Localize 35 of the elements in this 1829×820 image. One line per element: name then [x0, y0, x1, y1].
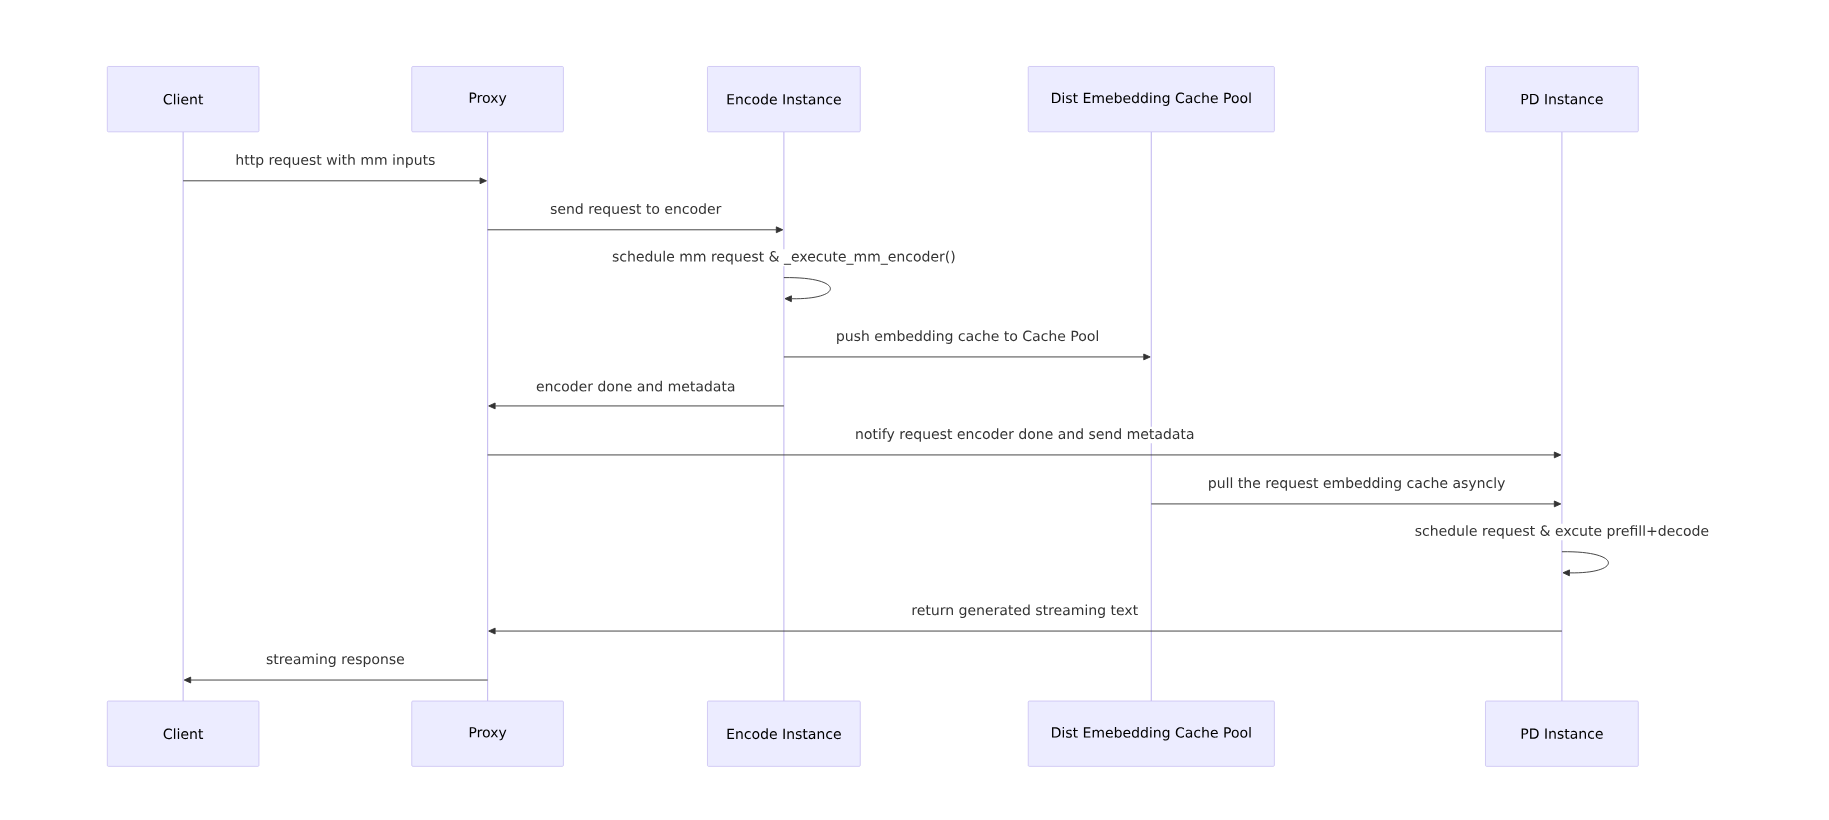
message-label: notify request encoder done and send metadata	[853, 426, 1196, 444]
message-arrow	[488, 402, 785, 410]
participant-box: PD Instance	[1485, 700, 1639, 767]
message-label: pull the request embedding cache asyncly	[1206, 475, 1507, 493]
participant-box: Encode Instance	[707, 66, 861, 133]
message-label: encoder done and metadata	[534, 379, 737, 393]
participant-box: Dist Emebedding Cache Pool	[1027, 66, 1275, 133]
message-label: push embedding cache to Cache Pool	[834, 328, 1101, 346]
message-label: schedule mm request & _execute_mm_encoder()	[610, 249, 958, 267]
message-arrow	[182, 177, 487, 185]
participant-box: Proxy	[411, 700, 564, 767]
participant-box: Encode Instance	[707, 700, 861, 767]
message-arrow	[487, 226, 784, 234]
message-arrow	[783, 353, 1151, 361]
participant-box: Client	[106, 66, 260, 133]
participant-box: Client	[106, 700, 260, 767]
lifeline	[182, 131, 184, 702]
message-label: streaming response	[264, 651, 407, 669]
self-message-arrow	[783, 277, 831, 303]
message-label: return generated streaming text	[909, 602, 1140, 620]
lifeline	[783, 131, 785, 702]
message-arrow	[183, 676, 489, 684]
participant-box: Dist Emebedding Cache Pool	[1027, 700, 1275, 767]
message-label: http request with mm inputs	[233, 152, 437, 170]
message-arrow	[487, 451, 1562, 459]
lifeline	[1561, 131, 1563, 702]
participant-box: PD Instance	[1485, 66, 1639, 133]
self-message-arrow	[1561, 551, 1609, 577]
message-arrow	[1150, 500, 1562, 508]
message-label: send request to encoder	[548, 201, 723, 219]
lifeline	[1150, 131, 1152, 702]
participant-box: Proxy	[411, 66, 564, 133]
message-arrow	[488, 627, 1563, 635]
lifeline	[487, 131, 489, 702]
message-label: schedule request & excute prefill+decode	[1413, 523, 1711, 541]
